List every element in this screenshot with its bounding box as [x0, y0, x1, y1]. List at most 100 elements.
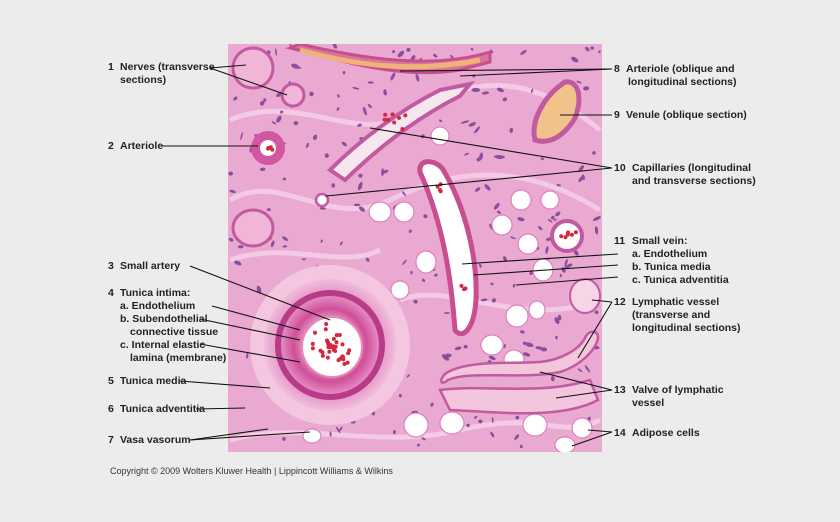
nucleus: [520, 330, 525, 334]
nucleus: [259, 100, 265, 106]
label-number: 8: [614, 63, 620, 75]
nucleus: [392, 430, 396, 435]
nucleus: [564, 263, 573, 269]
red-blood-cell: [331, 344, 336, 349]
red-blood-cell: [327, 349, 332, 354]
label-text: Tunica intima:: [120, 287, 191, 299]
nucleus: [515, 415, 520, 420]
nucleus: [594, 226, 599, 235]
red-blood-cell: [310, 341, 315, 346]
label-text: Tunica media: [120, 375, 187, 387]
nucleus: [233, 96, 238, 101]
nucleus: [474, 415, 478, 419]
nucleus: [259, 167, 266, 172]
label-text: Adipose cells: [632, 427, 700, 439]
nucleus: [421, 278, 426, 283]
nucleus: [263, 98, 267, 102]
nerve-sections: [231, 46, 306, 248]
nucleus: [556, 184, 561, 187]
nucleus: [474, 187, 481, 192]
capillary-transverse: [314, 192, 330, 208]
nucleus: [491, 298, 496, 303]
nucleus: [305, 142, 310, 148]
nucleus: [410, 55, 416, 61]
nucleus: [309, 91, 314, 97]
red-blood-cell: [341, 357, 346, 362]
red-blood-cell: [400, 127, 405, 131]
nucleus: [228, 237, 234, 242]
label-number: 12: [614, 296, 626, 308]
red-blood-cell: [347, 348, 352, 353]
nucleus: [320, 239, 323, 243]
nucleus: [341, 141, 347, 147]
nucleus: [337, 94, 340, 98]
nucleus: [598, 50, 601, 54]
red-blood-cell: [336, 358, 341, 363]
nucleus: [478, 419, 483, 424]
nucleus: [256, 285, 262, 294]
nucleus: [490, 431, 495, 438]
nucleus: [433, 53, 438, 58]
label-text: longitudinal sections): [628, 76, 737, 88]
nucleus: [547, 219, 553, 223]
label-text: vessel: [632, 397, 665, 409]
nucleus: [555, 211, 561, 217]
nucleus: [301, 258, 307, 261]
red-blood-cell: [459, 283, 464, 288]
nucleus: [530, 88, 534, 94]
nucleus: [512, 283, 516, 288]
label-number: 1: [108, 61, 114, 73]
label-text: longitudinal sections): [632, 322, 741, 334]
nucleus: [559, 273, 562, 278]
nucleus: [522, 352, 531, 357]
nucleus: [367, 104, 372, 109]
red-blood-cell: [333, 349, 338, 353]
nucleus: [357, 123, 363, 127]
nucleus: [517, 217, 525, 222]
nucleus: [398, 393, 402, 398]
nucleus: [463, 344, 468, 349]
nucleus: [228, 171, 234, 176]
label-text: c. Tunica adventitia: [632, 274, 729, 286]
label-number: 5: [108, 375, 114, 387]
nucleus: [464, 152, 469, 156]
nucleus: [592, 151, 596, 155]
nucleus: [503, 256, 507, 262]
red-blood-cell: [326, 345, 331, 350]
nucleus: [576, 80, 582, 84]
nucleus: [514, 434, 520, 440]
nucleus: [293, 65, 302, 69]
nucleus: [557, 314, 562, 321]
nucleus: [592, 216, 601, 222]
nucleus: [520, 49, 527, 55]
nucleus: [481, 91, 490, 95]
nucleus: [271, 121, 276, 125]
nucleus: [423, 214, 428, 219]
nucleus: [444, 312, 450, 314]
nucleus: [413, 299, 418, 304]
nucleus: [434, 273, 438, 277]
nucleus: [468, 122, 476, 127]
label-text: Tunica adventitia: [120, 403, 205, 415]
small-vein: [417, 159, 479, 337]
nucleus: [545, 246, 549, 254]
nucleus: [454, 346, 462, 351]
label-text: Small artery: [120, 260, 181, 272]
nucleus: [471, 87, 481, 92]
red-blood-cell: [323, 327, 328, 332]
nucleus: [352, 87, 360, 90]
nucleus: [240, 132, 243, 141]
nucleus: [525, 342, 534, 348]
label-number: 3: [108, 260, 114, 272]
label-text: a. Endothelium: [632, 248, 708, 260]
nucleus: [497, 210, 501, 214]
nucleus: [478, 263, 482, 268]
nucleus: [270, 240, 275, 248]
nucleus: [331, 183, 336, 188]
nucleus: [415, 73, 420, 82]
